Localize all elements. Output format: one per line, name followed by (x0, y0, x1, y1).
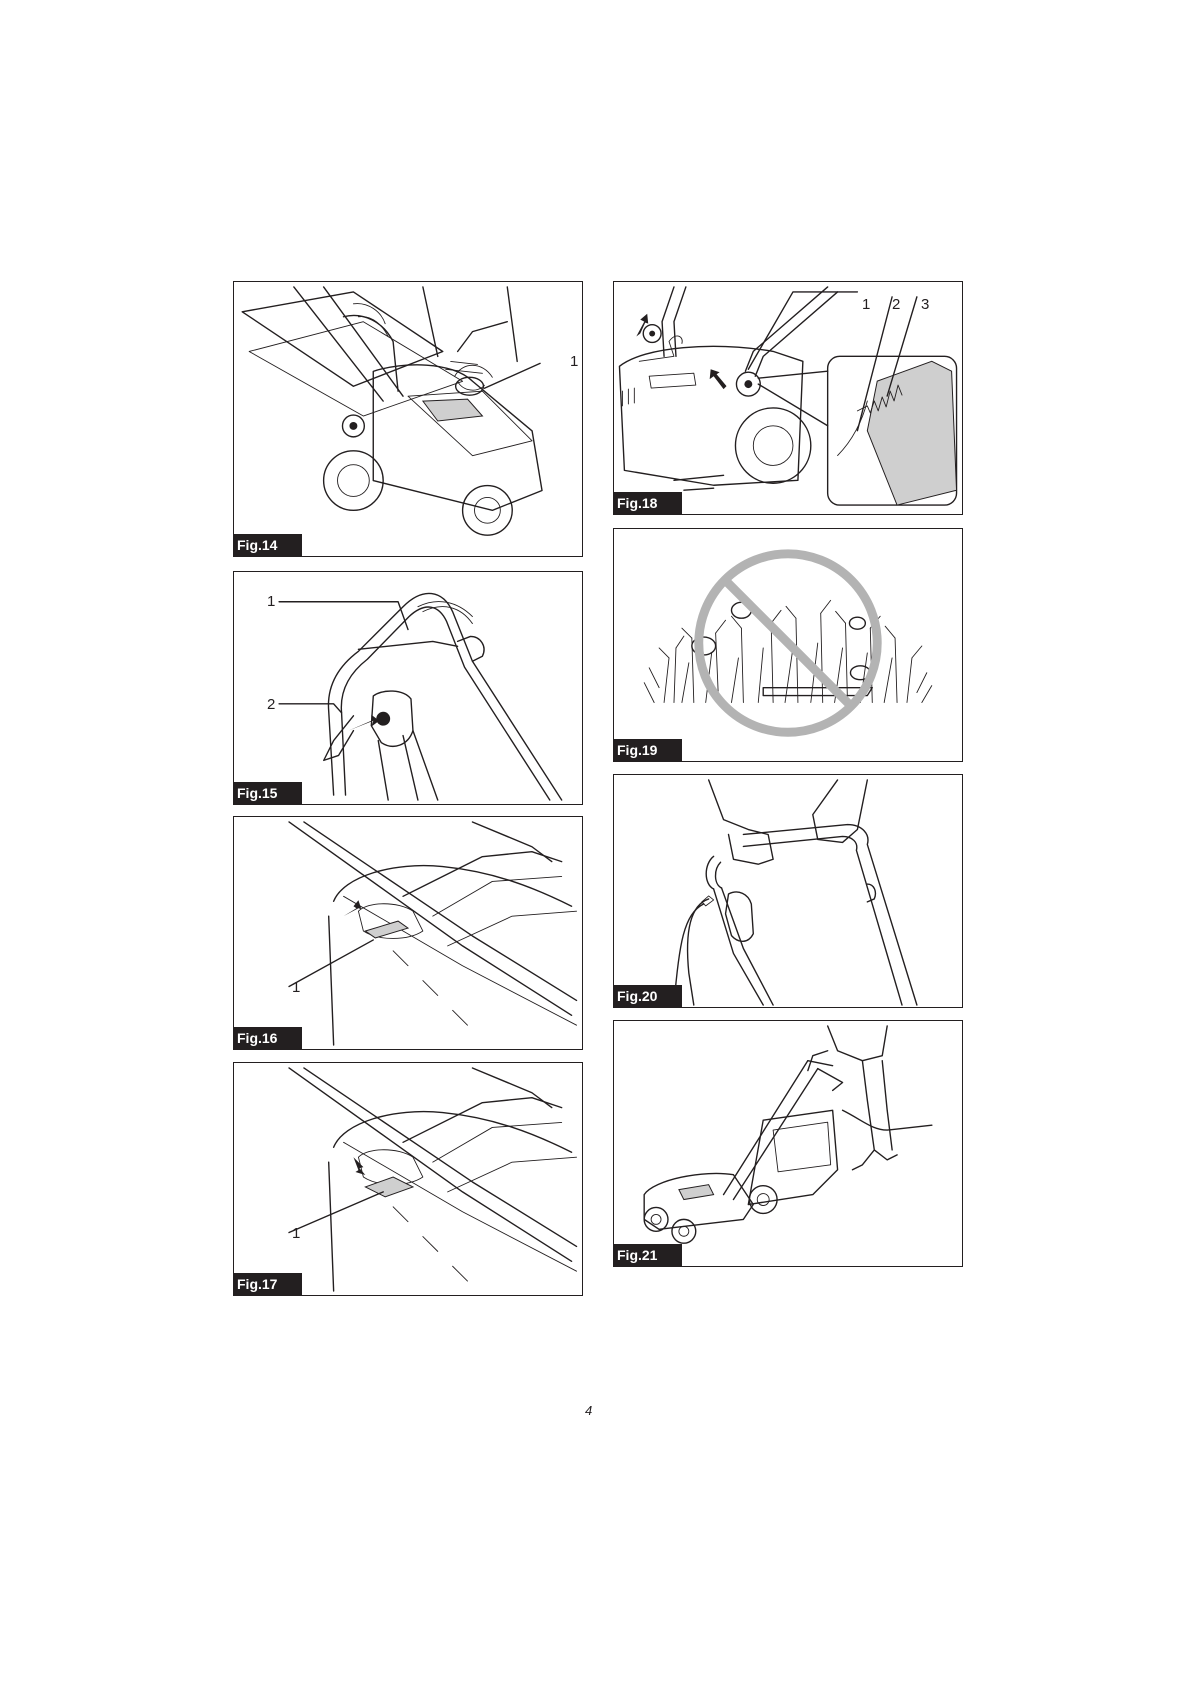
figure-17: 1 Fig.17 (233, 1062, 583, 1296)
prohibition-slash (726, 581, 851, 706)
fig15-callout-1: 1 (267, 594, 275, 609)
figure-15: 1 2 Fig.15 (233, 571, 583, 805)
fig17-callout-1: 1 (292, 1226, 300, 1241)
fig18-label: Fig.18 (614, 492, 682, 514)
fig19-no-stones-illustration (614, 529, 962, 761)
fig17-indicator-illustration (234, 1063, 582, 1295)
fig19-label: Fig.19 (614, 739, 682, 761)
fig15-handle-switch-illustration (234, 572, 582, 804)
fig20-label: Fig.20 (614, 985, 682, 1007)
figure-18: 1 2 3 Fig.18 (613, 281, 963, 515)
figure-16: 1 Fig.16 (233, 816, 583, 1050)
fig17-label: Fig.17 (234, 1273, 302, 1295)
fig16-indicator-illustration (234, 817, 582, 1049)
fig18-height-adjust-illustration (614, 282, 962, 514)
figure-21: Fig.21 (613, 1020, 963, 1267)
fig16-callout-1: 1 (292, 980, 300, 995)
figure-19: Fig.19 (613, 528, 963, 762)
fig18-callout-3: 3 (921, 297, 929, 312)
fig18-callout-2: 2 (892, 297, 900, 312)
figure-20: Fig.20 (613, 774, 963, 1008)
fig14-callout-1: 1 (570, 354, 578, 369)
fig20-hands-on-handle-illustration (614, 775, 962, 1007)
fig21-label: Fig.21 (614, 1244, 682, 1266)
page-number: 4 (585, 1403, 592, 1418)
fig14-mower-switch-illustration (234, 282, 582, 556)
fig16-label: Fig.16 (234, 1027, 302, 1049)
figure-14: 1 Fig.14 (233, 281, 583, 557)
fig15-label: Fig.15 (234, 782, 302, 804)
fig14-label: Fig.14 (234, 534, 302, 556)
fig15-callout-2: 2 (267, 697, 275, 712)
fig18-callout-1: 1 (862, 297, 870, 312)
fig21-mowing-operator-illustration (614, 1021, 962, 1266)
